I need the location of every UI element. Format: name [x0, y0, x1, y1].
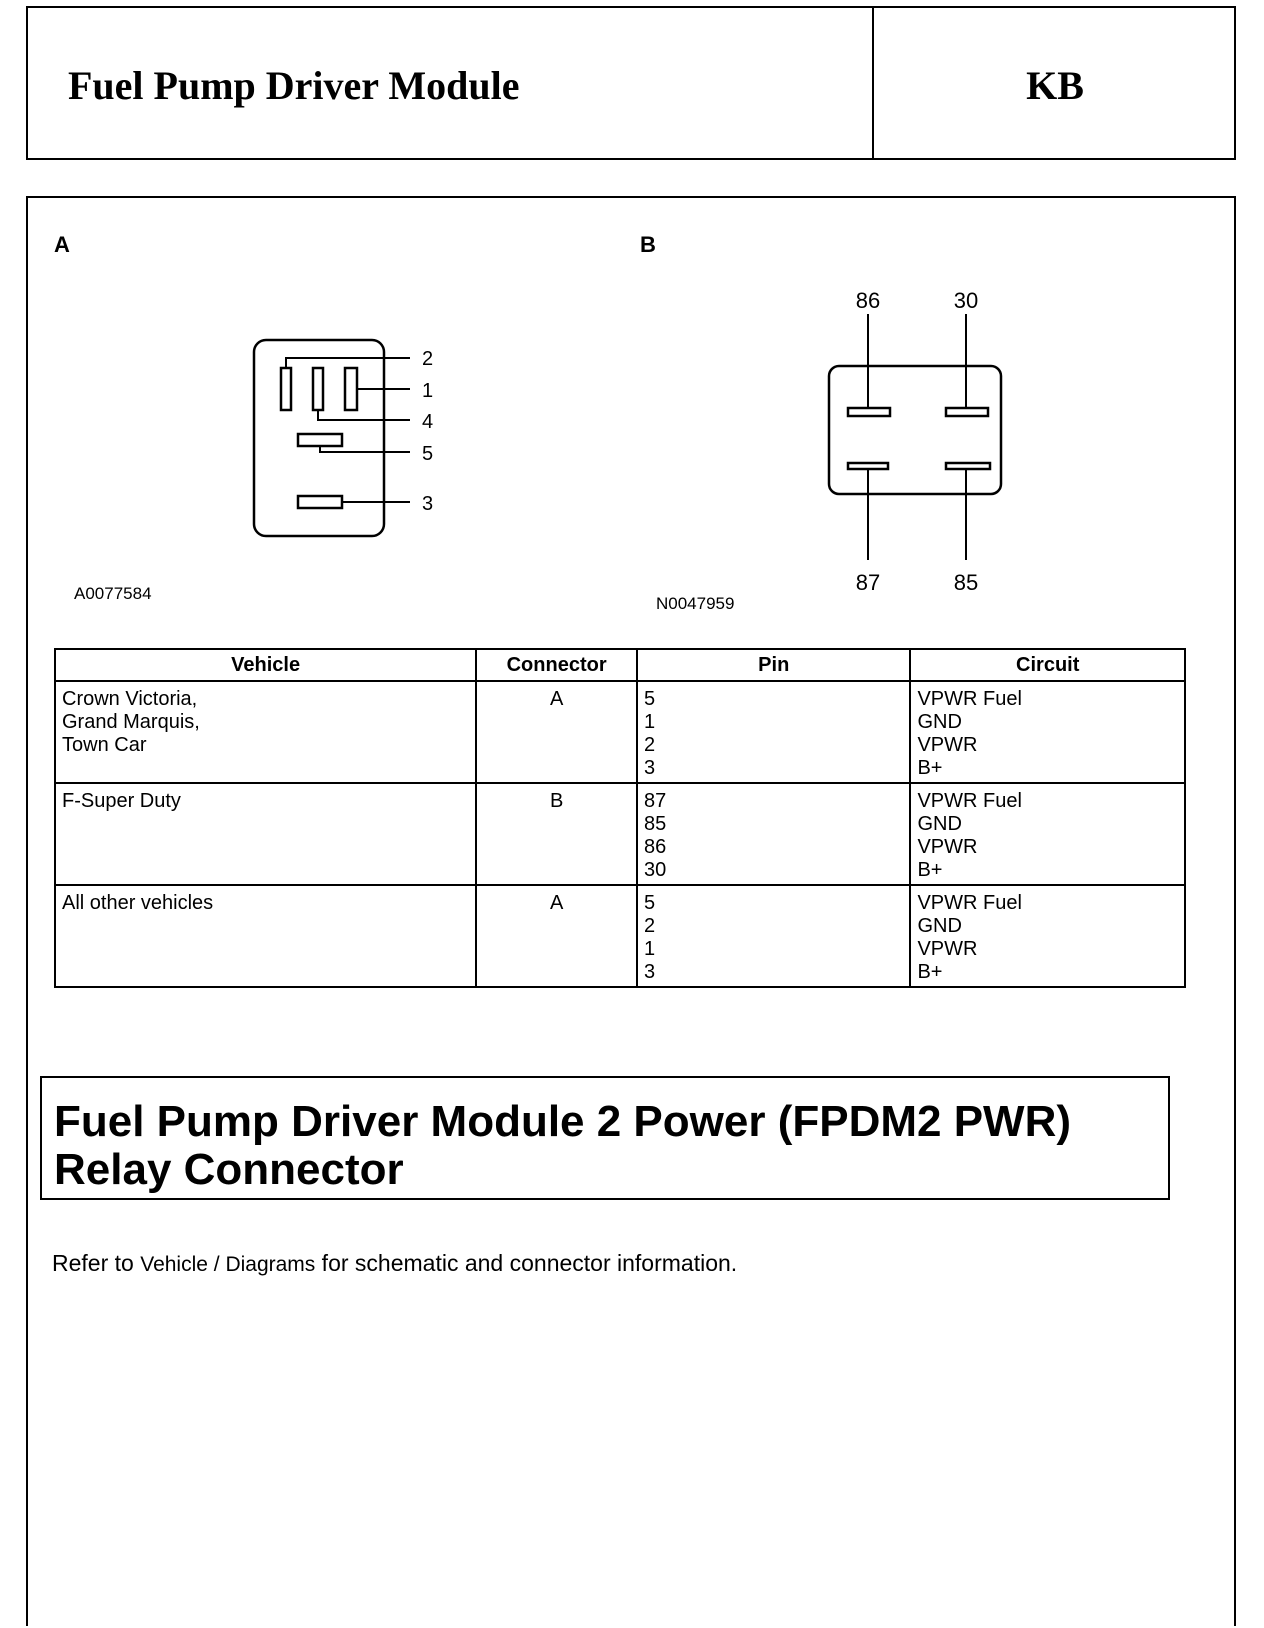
table-row: F-Super Duty B 87 85 86 30 VPWR Fuel GND…: [53, 782, 1186, 886]
figure-a-label: A: [54, 232, 70, 257]
table-row: All other vehicles A 5 2 1 3 VPWR Fuel G…: [53, 884, 1186, 988]
pin-cell: 87 85 86 30: [636, 782, 912, 886]
circuit-value: VPWR: [917, 836, 978, 858]
figure-b-label: B: [640, 232, 656, 257]
terminal-b-30: [944, 406, 990, 418]
circuit-value: B+: [917, 961, 943, 983]
circuit-cell: VPWR Fuel GND VPWR B+: [909, 782, 1186, 886]
connector-b-housing: [827, 364, 1003, 496]
terminal-b-85: [944, 461, 992, 471]
connector-a-housing: [252, 338, 386, 538]
reference-prefix: Refer to: [52, 1250, 141, 1276]
pin-value: 1: [644, 938, 656, 960]
connector-cell: B: [475, 782, 639, 886]
pin-label-b-30: 30: [954, 288, 978, 313]
circuit-value: GND: [917, 711, 962, 733]
circuit-cell: VPWR Fuel GND VPWR B+: [909, 884, 1186, 988]
terminal-b-86: [846, 406, 892, 418]
vehicle-line: Grand Marquis,: [62, 711, 200, 733]
pin-value: 1: [644, 711, 656, 733]
column-header-connector: Connector: [475, 648, 639, 682]
table-header-row: Vehicle Connector Pin Circuit: [53, 648, 1186, 682]
header-divider: [872, 8, 874, 158]
pinout-table: Vehicle Connector Pin Circuit Crown Vict…: [53, 648, 1186, 988]
circuit-value: VPWR: [917, 938, 978, 960]
circuit-value: GND: [917, 813, 962, 835]
circuit-value: VPWR: [917, 734, 978, 756]
terminal-a-2: [279, 366, 293, 412]
circuit-value: VPWR Fuel: [917, 892, 1022, 914]
vehicle-line: F-Super Duty: [62, 790, 181, 812]
pin-value: 30: [644, 859, 667, 881]
pin-label-b-86: 86: [856, 288, 880, 313]
vehicle-cell: All other vehicles: [53, 884, 478, 988]
pin-label-a-2: 2: [422, 348, 433, 370]
circuit-cell: VPWR Fuel GND VPWR B+: [909, 680, 1186, 784]
column-header-circuit: Circuit: [909, 648, 1186, 682]
pin-label-a-5: 5: [422, 443, 433, 465]
vehicle-line: All other vehicles: [62, 892, 214, 914]
section-title: Fuel Pump Driver Module 2 Power (FPDM2 P…: [54, 1098, 1168, 1194]
connector-cell: A: [475, 680, 639, 784]
vehicle-cell: Crown Victoria, Grand Marquis, Town Car: [53, 680, 478, 784]
pin-value: 5: [644, 892, 656, 914]
reference-note: Refer to Vehicle / Diagrams for schemati…: [52, 1250, 737, 1277]
content-frame: [26, 196, 1236, 1626]
circuit-value: GND: [917, 915, 962, 937]
terminal-a-3: [296, 494, 344, 510]
page-header: Fuel Pump Driver Module KB: [26, 6, 1236, 160]
terminal-a-4: [311, 366, 325, 412]
circuit-value: B+: [917, 859, 943, 881]
column-header-vehicle: Vehicle: [53, 648, 478, 682]
pin-label-b-87: 87: [856, 570, 880, 595]
pin-value: 5: [644, 688, 656, 710]
pin-value: 3: [644, 757, 656, 779]
table-row: Crown Victoria, Grand Marquis, Town Car …: [53, 680, 1186, 784]
pin-value: 87: [644, 790, 667, 812]
figure-b-id: N0047959: [656, 594, 735, 613]
terminal-a-5: [296, 432, 344, 448]
section-code: KB: [1026, 63, 1084, 108]
circuit-value: VPWR Fuel: [917, 790, 1022, 812]
terminal-a-1: [343, 366, 359, 412]
pin-label-a-4: 4: [422, 411, 433, 433]
section-title-line-2: Relay Connector: [54, 1145, 404, 1194]
pin-value: 2: [644, 915, 656, 937]
pin-value: 2: [644, 734, 656, 756]
connector-b-diagram: 86 30 87 85: [827, 288, 1003, 595]
terminal-b-87: [846, 461, 890, 471]
pin-label-a-3: 3: [422, 493, 433, 515]
pin-value: 86: [644, 836, 667, 858]
pin-cell: 5 1 2 3: [636, 680, 912, 784]
vehicle-line: Crown Victoria,: [62, 688, 198, 710]
page-title: Fuel Pump Driver Module: [68, 63, 520, 108]
vehicle-line: Town Car: [62, 734, 147, 756]
pin-label-a-1: 1: [422, 380, 433, 402]
pin-value: 85: [644, 813, 667, 835]
reference-suffix: for schematic and connector information.: [315, 1250, 738, 1276]
pin-value: 3: [644, 961, 656, 983]
section-heading-box: Fuel Pump Driver Module 2 Power (FPDM2 P…: [40, 1076, 1170, 1200]
vehicle-cell: F-Super Duty: [53, 782, 478, 886]
connector-cell: A: [475, 884, 639, 988]
section-title-line-1: Fuel Pump Driver Module 2 Power (FPDM2 P…: [54, 1097, 1072, 1146]
circuit-value: VPWR Fuel: [917, 688, 1022, 710]
connector-a-diagram: 2 1 4 5 3: [252, 338, 433, 538]
diagrams-link[interactable]: Vehicle / Diagrams: [140, 1253, 316, 1276]
circuit-value: B+: [917, 757, 943, 779]
pin-label-b-85: 85: [954, 570, 978, 595]
column-header-pin: Pin: [636, 648, 912, 682]
pin-cell: 5 2 1 3: [636, 884, 912, 988]
figure-a-id: A0077584: [74, 584, 152, 603]
